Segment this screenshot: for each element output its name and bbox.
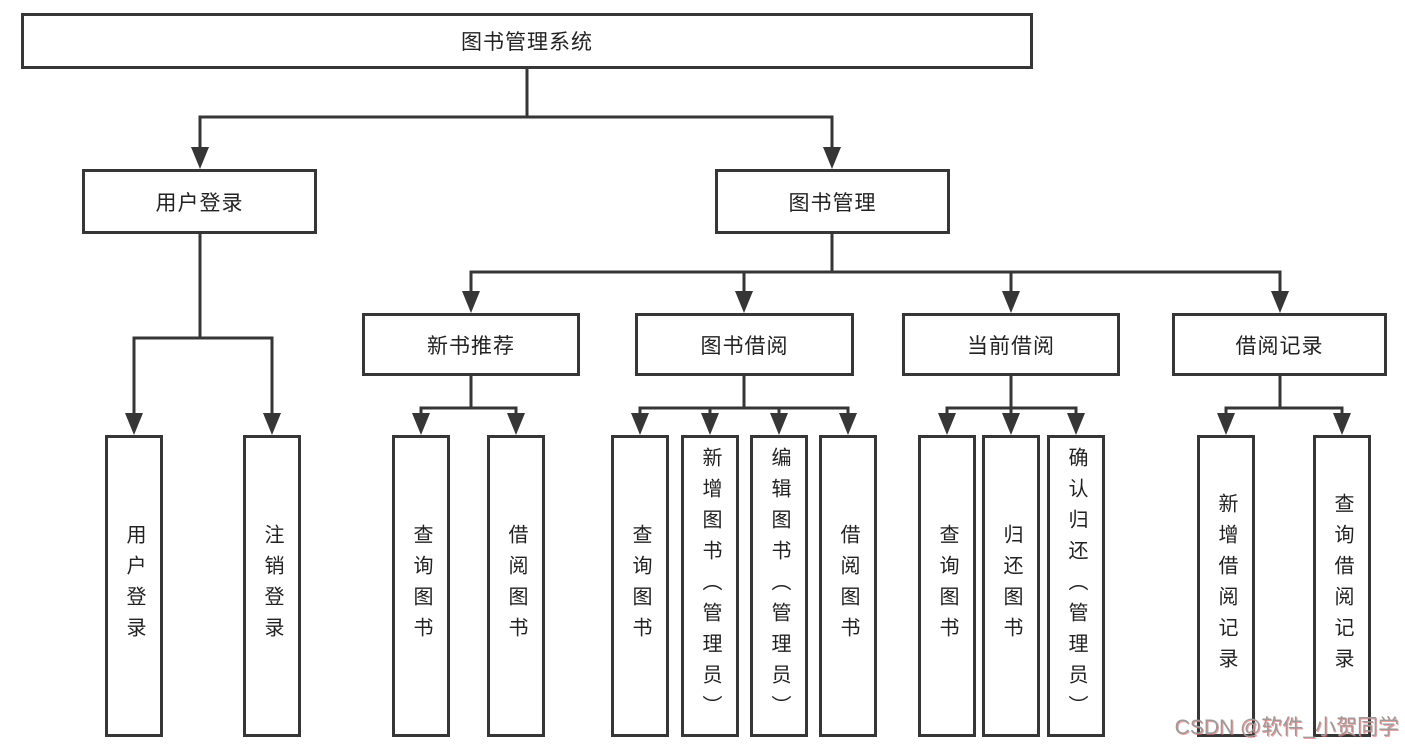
connector-new-book <box>419 376 518 414</box>
node-book-management-label: 图书管理 <box>788 191 877 215</box>
leaf-borrow-books-recommend-label: 借阅图书 <box>505 524 527 648</box>
connector-current <box>945 376 1078 414</box>
leaf-confirm-return-admin-label: 确认归还（管理员） <box>1065 446 1087 726</box>
node-book-borrow-label: 图书借阅 <box>700 334 789 358</box>
node-current-borrow: 当前借阅 <box>902 313 1120 376</box>
leaf-edit-books-admin-label: 编辑图书（管理员） <box>768 446 790 726</box>
node-user-login-label: 用户登录 <box>155 191 244 215</box>
node-book-borrow: 图书借阅 <box>635 313 854 376</box>
leaf-add-borrow-record: 新增借阅记录 <box>1197 435 1255 737</box>
node-borrow-records-label: 借阅记录 <box>1235 334 1324 358</box>
node-new-book-recommend: 新书推荐 <box>362 313 580 376</box>
leaf-logout-label: 注销登录 <box>261 524 283 648</box>
node-current-borrow-label: 当前借阅 <box>967 334 1055 358</box>
leaf-borrow-books: 借阅图书 <box>819 435 877 737</box>
connector-user-login <box>132 234 274 414</box>
node-new-book-recommend-label: 新书推荐 <box>427 334 515 358</box>
leaf-user-login-label: 用户登录 <box>123 524 145 648</box>
leaf-logout: 注销登录 <box>243 435 301 737</box>
leaf-add-borrow-record-label: 新增借阅记录 <box>1215 493 1237 679</box>
leaf-query-books-current-label: 查询图书 <box>936 524 958 648</box>
leaf-borrow-books-recommend: 借阅图书 <box>487 435 545 737</box>
connector-records <box>1224 376 1344 414</box>
leaf-query-books-current: 查询图书 <box>918 435 976 737</box>
leaf-add-books-admin-label: 新增图书（管理员） <box>699 446 721 726</box>
leaf-return-books-label: 归还图书 <box>1000 524 1022 648</box>
leaf-query-books-borrow-label: 查询图书 <box>629 524 651 648</box>
leaf-query-books-recommend: 查询图书 <box>392 435 450 737</box>
csdn-watermark: CSDN @软件_小贺同学 <box>1174 716 1399 739</box>
leaf-query-borrow-record-label: 查询借阅记录 <box>1331 493 1353 679</box>
node-borrow-records: 借阅记录 <box>1172 313 1387 376</box>
connector-root <box>198 69 834 148</box>
leaf-query-books-recommend-label: 查询图书 <box>410 524 432 648</box>
leaf-borrow-books-label: 借阅图书 <box>837 524 859 648</box>
leaf-return-books: 归还图书 <box>982 435 1040 737</box>
node-user-login: 用户登录 <box>82 169 317 234</box>
connector-book-management <box>469 233 1282 292</box>
node-book-management: 图书管理 <box>715 169 950 234</box>
leaf-confirm-return-admin: 确认归还（管理员） <box>1047 435 1105 737</box>
leaf-query-books-borrow: 查询图书 <box>611 435 669 737</box>
node-root-library-system: 图书管理系统 <box>21 13 1033 69</box>
node-root-label: 图书管理系统 <box>461 31 593 54</box>
leaf-edit-books-admin: 编辑图书（管理员） <box>750 435 808 737</box>
leaf-user-login: 用户登录 <box>105 435 163 737</box>
leaf-query-borrow-record: 查询借阅记录 <box>1313 435 1371 737</box>
connector-borrow <box>638 376 850 414</box>
leaf-add-books-admin: 新增图书（管理员） <box>681 435 739 737</box>
